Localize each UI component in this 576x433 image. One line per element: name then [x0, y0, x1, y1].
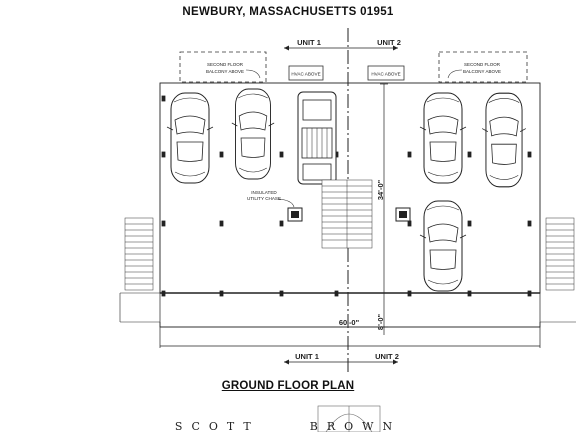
balcony-outline-left	[179, 51, 267, 83]
page-title: NEWBURY, MASSACHUSETTS 01951	[182, 6, 394, 18]
hvac-box-left	[288, 65, 324, 81]
unit-1-label-bottom: UNIT 1	[295, 352, 319, 361]
unit-2-label-bottom: UNIT 2	[375, 352, 399, 361]
plan-caption: GROUND FLOOR PLAN	[221, 380, 355, 392]
balcony-note-right-line1: SECOND FLOOR	[464, 62, 501, 67]
car-sedan-1	[166, 92, 214, 184]
car-truck	[297, 91, 337, 185]
chase-note-line1: INSULATED	[251, 190, 277, 195]
depth-dimension-label: 34'-0"	[376, 179, 385, 200]
car-sedan-3	[419, 92, 467, 184]
car-sedan-2	[231, 88, 275, 180]
balcony-note-left-line2: BALCONY ABOVE	[206, 69, 244, 74]
porch-dimension-label: 8'-0"	[376, 313, 385, 330]
width-dimension-label: 60'-0"	[339, 318, 360, 327]
car-sedan-4	[481, 92, 527, 188]
hvac-label-left: HVAC ABOVE	[291, 72, 320, 77]
unit-1-label-top: UNIT 1	[297, 38, 321, 47]
car-sedan-5	[419, 200, 467, 292]
hvac-label-right: HVAC ABOVE	[371, 72, 400, 77]
exterior-stair-right	[545, 217, 575, 291]
chase-note-line2: UTILITY CHASE	[247, 196, 281, 201]
balcony-note-right-line2: BALCONY ABOVE	[463, 69, 501, 74]
hvac-box-right	[367, 65, 405, 81]
balcony-outline-right	[438, 51, 528, 83]
brand-wordmark: SCOTT BROWN	[0, 420, 576, 433]
interior-stair	[321, 179, 373, 249]
brand-left-word: SCOTT	[174, 420, 260, 433]
exterior-stair-left	[124, 217, 154, 291]
brand-right-word: BROWN	[309, 420, 402, 433]
unit-2-label-top: UNIT 2	[377, 38, 401, 47]
balcony-note-left-line1: SECOND FLOOR	[207, 62, 244, 67]
